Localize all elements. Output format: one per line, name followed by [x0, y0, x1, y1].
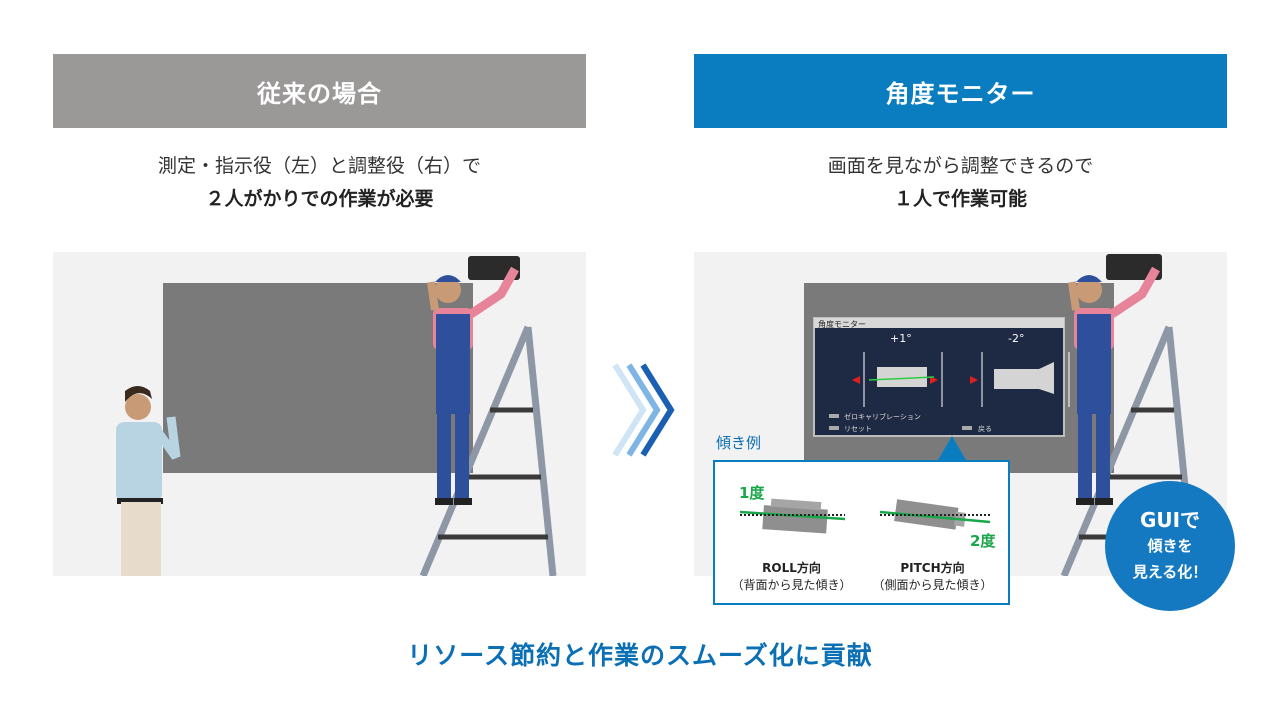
roll-degree: 1度 — [739, 484, 765, 502]
pitch-projector-icon — [894, 499, 959, 530]
tilt-example-title: 傾き例 — [716, 434, 762, 452]
roll-projector-icon — [877, 367, 927, 387]
conventional-illustration — [53, 252, 586, 576]
projector — [468, 256, 520, 280]
conventional-scene — [116, 256, 557, 576]
roll-sub: （背面から見た傾き） — [731, 578, 852, 592]
osd-option-zero-calibration: ゼロキャリブレーション — [844, 413, 921, 421]
pitch-sub: （側面から見た傾き） — [872, 578, 993, 592]
gui-visualize-badge: GUIで 傾きを 見える化！ — [1105, 481, 1235, 611]
roll-projector-icon — [762, 505, 828, 534]
conventional-description: 測定・指示役（左）と調整役（右）で ２人がかりでの作業が必要 — [53, 150, 586, 216]
projection-screen — [163, 283, 473, 473]
monitor-line1: 画面を見ながら調整できるので — [827, 155, 1094, 177]
badge-line1: GUIで — [1139, 508, 1201, 532]
badge-line2: 傾きを — [1147, 537, 1193, 555]
osd-title: 角度モニター — [818, 320, 866, 329]
roll-caption: ROLL方向 （背面から見た傾き） — [729, 560, 854, 594]
monitor-line2: １人で作業可能 — [893, 188, 1027, 210]
monitor-scene — [804, 254, 1198, 576]
worker-single — [1068, 266, 1160, 505]
pitch-projector-icon — [994, 369, 1039, 389]
pitch-caption: PITCH方向 （側面から見た傾き） — [865, 560, 1000, 594]
osd-option-back: 戻る — [978, 425, 992, 433]
summary-footer: リソース節約と作業のスムーズ化に貢献 — [407, 641, 873, 670]
pitch-degree: 2度 — [970, 532, 996, 550]
badge-line3: 見える化！ — [1132, 563, 1208, 581]
osd-option-reset: リセット — [844, 425, 872, 433]
arrow-chevrons-icon — [612, 363, 675, 457]
projector — [1106, 254, 1162, 280]
conventional-line2: ２人がかりでの作業が必要 — [205, 188, 434, 210]
worker-observer — [116, 386, 181, 576]
tilt-example-drawing — [739, 498, 991, 534]
roll-label: ROLL方向 — [762, 561, 821, 575]
osd-pitch-value: -2° — [1008, 332, 1025, 345]
osd-roll-value: +1° — [890, 332, 912, 345]
monitor-description: 画面を見ながら調整できるので １人で作業可能 — [694, 150, 1227, 216]
angle-monitor-header: 角度モニター — [694, 54, 1227, 128]
pitch-label: PITCH方向 — [900, 561, 965, 575]
tilt-example-box: 1度 2度 ROLL方向 （背面から見た傾き） PITCH方向 （側面から見た傾… — [713, 460, 1010, 605]
conventional-header: 従来の場合 — [53, 54, 586, 128]
worker-adjuster — [427, 266, 519, 505]
conventional-line1: 測定・指示役（左）と調整役（右）で — [157, 155, 481, 177]
